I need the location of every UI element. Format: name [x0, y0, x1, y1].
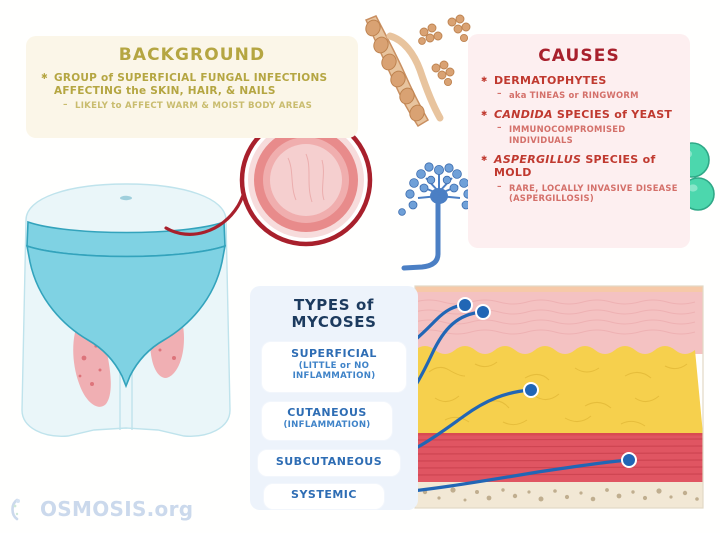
type-label-subcutaneous: SUBCUTANEOUS	[275, 455, 383, 468]
causes-bullet-aspergillus-text: SPECIES of MOLD	[494, 153, 656, 180]
background-panel: BACKGROUND GROUP of SUPERFICIAL FUNGAL I…	[26, 36, 358, 138]
causes-bullet-dermatophytes: DERMATOPHYTES	[481, 74, 682, 87]
types-panel-title: TYPES of MYCOSES	[250, 296, 418, 332]
causes-bullet-aspergillus-sub: RARE, LOCALLY INVASIVE DISEASE (ASPERGIL…	[481, 182, 682, 205]
causes-bullet-dermatophytes-sub: aka TINEAS or RINGWORM	[481, 89, 682, 101]
type-detail-superficial-2: INFLAMMATION)	[292, 370, 376, 381]
lesion-center	[270, 144, 342, 216]
causes-bullet-dermatophytes-text: DERMATOPHYTES	[494, 74, 607, 87]
navel	[120, 195, 132, 201]
bone-layer	[415, 482, 703, 508]
aspergillus-conidiophore-illustration	[398, 162, 484, 278]
osmosis-watermark-text: OSMOSIS.org	[40, 497, 194, 521]
causes-bullet-candida: CANDIDA SPECIES of YEAST	[481, 108, 682, 121]
ringworm-magnifier-illustration	[130, 110, 380, 270]
causes-panel: CAUSES DERMATOPHYTES aka TINEAS or RINGW…	[468, 34, 690, 248]
stratum-corneum-layer	[415, 286, 703, 294]
background-bullet-1: GROUP of SUPERFICIAL FUNGAL INFECTIONS A…	[41, 72, 348, 98]
causes-bullet-candida-text: SPECIES of YEAST	[556, 108, 673, 122]
hypha-branch	[386, 32, 444, 122]
type-label-cutaneous: CUTANEOUS	[287, 406, 367, 419]
osmosis-logo-icon	[11, 498, 20, 521]
causes-bullet-aspergillus-genus: ASPERGILLUS	[494, 153, 582, 167]
groin-tinea-cruris-illustration	[8, 180, 258, 480]
osmosis-watermark: OSMOSIS.org	[8, 492, 193, 526]
type-label-superficial: SUPERFICIAL	[291, 347, 377, 360]
causes-bullet-candida-sub: IMMUNOCOMPROMISED INDIVIDUALS	[481, 123, 682, 146]
type-detail-cutaneous-1: (INFLAMMATION)	[283, 419, 371, 430]
type-detail-superficial-1: (LITTLE or NO	[298, 360, 370, 371]
conidiophore-stalk	[401, 197, 441, 271]
underwear-brief	[25, 244, 227, 389]
causes-bullet-aspergillus: ASPERGILLUS SPECIES of MOLD	[481, 153, 682, 179]
background-panel-title: BACKGROUND	[118, 45, 266, 65]
types-of-mycoses-panel: TYPES of MYCOSES SUPERFICIAL (LITTLE or …	[250, 286, 418, 510]
muscle-top-border	[415, 433, 703, 436]
causes-bullet-candida-genus: CANDIDA	[494, 108, 553, 122]
types-panel-title-line1: TYPES of	[294, 296, 374, 314]
causes-panel-title: CAUSES	[538, 46, 620, 66]
types-panel-title-line2: MYCOSES	[291, 313, 377, 332]
arthroconidia-chain	[365, 19, 425, 122]
background-bullet-list: GROUP of SUPERFICIAL FUNGAL INFECTIONS A…	[41, 72, 348, 112]
type-pill-subcutaneous[interactable]: SUBCUTANEOUS	[258, 450, 400, 476]
causes-bullet-list: DERMATOPHYTES aka TINEAS or RINGWORM CAN…	[481, 74, 682, 204]
subcutaneous-fat-layer	[415, 346, 703, 434]
type-pill-cutaneous[interactable]: CUTANEOUS (INFLAMMATION)	[262, 402, 392, 440]
dermatophyte-hyphae-illustration	[352, 8, 480, 138]
muscle-layer	[415, 433, 703, 483]
arthroconidia-cluster	[418, 14, 471, 87]
type-label-systemic: SYSTEMIC	[291, 488, 357, 501]
type-pill-superficial[interactable]: SUPERFICIAL (LITTLE or NO INFLAMMATION)	[262, 342, 406, 392]
background-bullet-1-sub: LIKELY to AFFECT WARM & MOIST BODY AREAS	[41, 100, 348, 112]
lesion-texture	[287, 153, 325, 203]
type-pill-systemic[interactable]: SYSTEMIC	[264, 484, 384, 509]
skin-cross-section-diagram	[414, 285, 704, 509]
